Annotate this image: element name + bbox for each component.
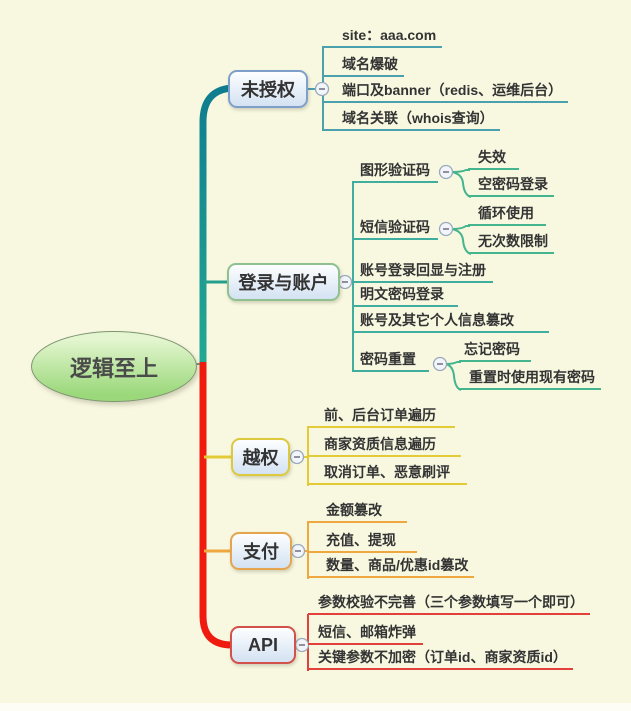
leaf-merchant-info-traversal[interactable]: 商家资质信息遍历 — [307, 436, 461, 457]
leaf-captcha-sms[interactable]: 短信验证码 — [352, 219, 438, 240]
leaf-captcha-reuse[interactable]: 循环使用 — [468, 205, 546, 226]
leaf-cancel-order-spam[interactable]: 取消订单、恶意刷评 — [307, 464, 467, 485]
leaf-plaintext-password[interactable]: 明文密码登录 — [352, 286, 458, 307]
collapse-toggle-privilege[interactable] — [289, 449, 305, 465]
leaf-captcha-invalid[interactable]: 失效 — [468, 149, 519, 170]
leaf-param-validation[interactable]: 参数校验不完善（三个参数填写一个即可） — [308, 594, 590, 615]
topic-payment[interactable]: 支付 — [230, 532, 292, 570]
leaf-quantity-id-tamper[interactable]: 数量、商品/优惠id篡改 — [307, 557, 475, 578]
leaf-captcha-image[interactable]: 图形验证码 — [352, 162, 438, 183]
leaf-key-param-unencrypted[interactable]: 关键参数不加密（订单id、商家资质id） — [308, 649, 573, 670]
leaf-password-reset[interactable]: 密码重置 — [352, 351, 429, 372]
topic-login-account[interactable]: 登录与账户 — [227, 263, 340, 301]
leaf-order-traversal[interactable]: 前、后台订单遍历 — [307, 407, 455, 428]
collapse-toggle-login[interactable] — [337, 274, 353, 290]
leaf-sms-email-bomb[interactable]: 短信、邮箱炸弹 — [308, 624, 423, 645]
collapse-toggle-captcha-image[interactable] — [438, 164, 454, 180]
bracket-captcha-sms — [451, 225, 472, 255]
leaf-recharge-withdraw[interactable]: 充值、提现 — [307, 532, 417, 553]
topic-unauthorized[interactable]: 未授权 — [228, 70, 308, 108]
leaf-reset-existing-password[interactable]: 重置时使用现有密码 — [459, 369, 601, 390]
root-topic[interactable]: 逻辑至上 — [31, 331, 197, 402]
collapse-toggle-unauthorized[interactable] — [314, 81, 330, 97]
leaf-empty-password-login[interactable]: 空密码登录 — [468, 176, 554, 197]
topic-api[interactable]: API — [230, 626, 296, 664]
leaf-site[interactable]: site：aaa.com — [322, 27, 443, 48]
leaf-amount-tamper[interactable]: 金额篡改 — [307, 502, 407, 523]
leaf-login-echo-register[interactable]: 账号登录回显与注册 — [352, 262, 493, 283]
trunk-lower-red — [199, 362, 233, 649]
collapse-toggle-password-reset[interactable] — [432, 356, 448, 372]
leaf-port-banner[interactable]: 端口及banner（redis、运维后台） — [322, 82, 569, 103]
trunk-upper-teal — [199, 84, 233, 362]
collapse-toggle-api[interactable] — [294, 637, 310, 653]
bracket-captcha-image — [451, 169, 472, 198]
leaf-captcha-unlimited[interactable]: 无次数限制 — [468, 233, 554, 254]
bottom-margin — [0, 703, 631, 711]
leaf-forgot-password[interactable]: 忘记密码 — [459, 341, 531, 362]
bracket-password-reset — [445, 361, 462, 391]
leaf-account-info-tamper[interactable]: 账号及其它个人信息篡改 — [352, 312, 549, 333]
collapse-toggle-payment[interactable] — [290, 543, 306, 559]
collapse-toggle-captcha-sms[interactable] — [438, 221, 454, 237]
topic-privilege-escalation[interactable]: 越权 — [231, 438, 290, 476]
leaf-domain-whois[interactable]: 域名关联（whois查询） — [322, 110, 500, 131]
leaf-domain-bruteforce[interactable]: 域名爆破 — [322, 56, 404, 77]
